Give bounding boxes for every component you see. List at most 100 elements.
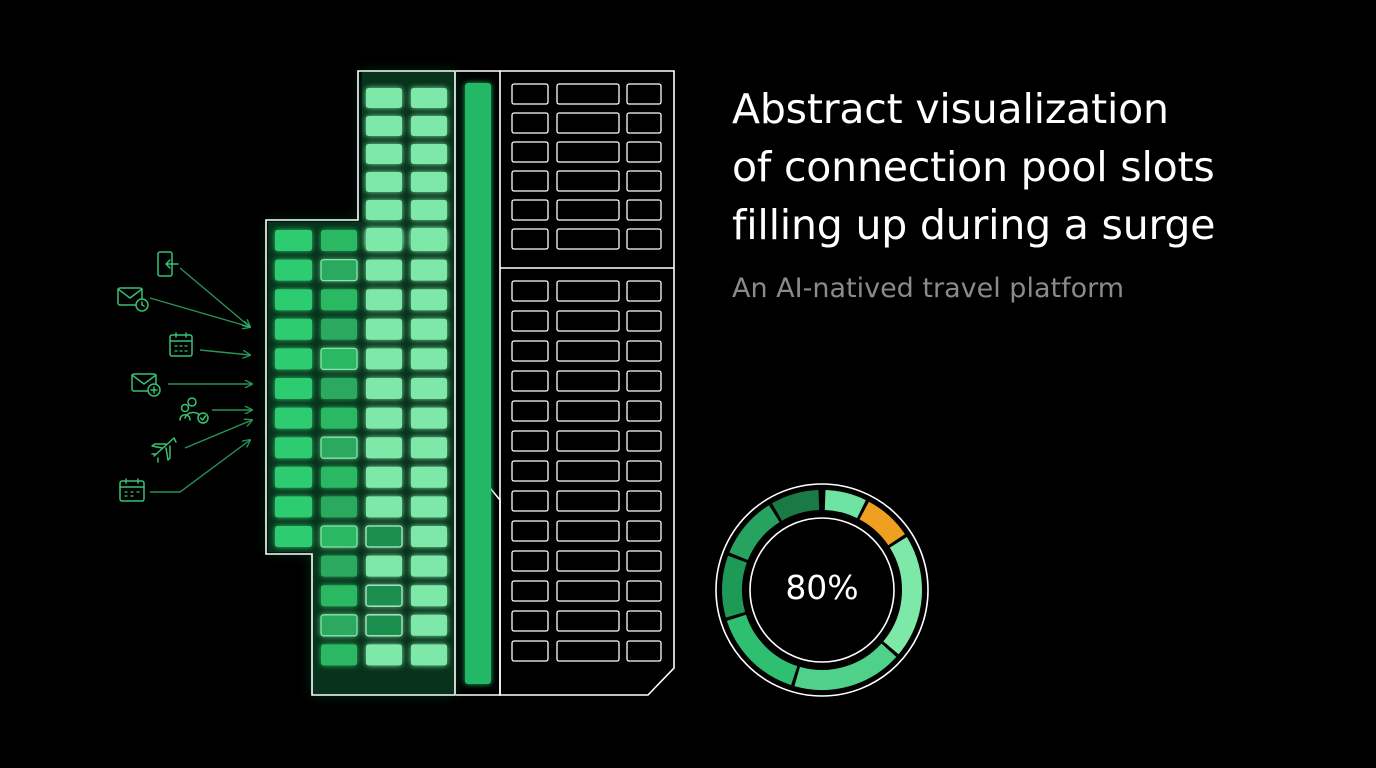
subtitle: An AI-natived travel platform: [732, 273, 1125, 304]
slot-filled: [411, 644, 447, 666]
slot-empty: [511, 280, 549, 302]
slot-filled: [321, 585, 357, 607]
mail-clock-icon: [117, 287, 149, 312]
slot-empty: [626, 430, 662, 452]
slot-empty: [626, 310, 662, 332]
slot-empty: [626, 460, 662, 482]
gauge-outer-ring: [715, 483, 929, 697]
slot-filled: [411, 496, 447, 518]
slot-empty: [626, 141, 662, 163]
phone-login-icon: [157, 251, 179, 277]
slot-filled: [411, 407, 447, 429]
slot-filled: [366, 555, 402, 577]
slot-empty: [626, 199, 662, 221]
slot-empty: [556, 199, 620, 221]
mail-add-icon: [131, 373, 161, 397]
slot-filled: [321, 496, 357, 518]
slot-filled: [275, 318, 312, 340]
slot-empty: [626, 83, 662, 105]
slot-filled: [320, 614, 358, 637]
slot-filled: [411, 144, 447, 164]
slot-empty: [556, 141, 620, 163]
slot-partial: [365, 614, 403, 637]
slot-filled: [366, 466, 402, 488]
slot-filled: [411, 348, 447, 370]
slot-empty: [556, 580, 620, 602]
slot-empty: [511, 228, 549, 250]
slot-partial: [365, 584, 403, 607]
slot-filled: [411, 289, 447, 311]
headline-line-2: of connection pool slots: [732, 143, 1215, 191]
slot-filled: [411, 172, 447, 192]
slot-filled: [366, 644, 402, 666]
slot-empty: [511, 310, 549, 332]
gauge-segment: [726, 614, 798, 686]
slot-empty: [556, 83, 620, 105]
gauge-segment: [772, 490, 820, 521]
slot-filled: [411, 555, 447, 577]
slot-empty: [556, 170, 620, 192]
slot-filled: [366, 348, 402, 370]
slot-empty: [511, 460, 549, 482]
slot-empty: [556, 640, 620, 662]
slot-empty: [556, 400, 620, 422]
slot-empty: [511, 170, 549, 192]
slot-filled: [366, 88, 402, 108]
group-check-icon: [179, 397, 209, 424]
slot-filled: [411, 116, 447, 136]
slot-filled: [411, 378, 447, 399]
gauge-percentage: 80%: [785, 568, 859, 607]
headline-line-3: filling up during a surge: [732, 201, 1216, 249]
slot-filled: [366, 116, 402, 136]
active-bar-fill: [465, 83, 491, 684]
slot-empty: [626, 400, 662, 422]
slot-empty: [511, 520, 549, 542]
bar-lane-outline: [456, 70, 501, 696]
slot-empty: [556, 370, 620, 392]
slot-filled: [320, 347, 358, 371]
gauge-inner-ring: [749, 517, 895, 663]
slot-filled: [366, 230, 402, 251]
slot-filled: [320, 436, 358, 459]
slot-filled: [275, 466, 312, 488]
gauge-segment: [729, 505, 780, 561]
slot-filled: [321, 378, 357, 399]
slot-filled: [321, 407, 357, 429]
slot-filled: [275, 496, 312, 518]
slot-empty: [556, 550, 620, 572]
slot-filled: [366, 407, 402, 429]
slot-filled: [366, 496, 402, 518]
slot-filled: [366, 437, 402, 459]
gauge-segment: [883, 537, 922, 655]
slot-filled: [411, 526, 447, 547]
request-arrow: [149, 297, 250, 327]
slot-filled: [366, 144, 402, 164]
active-capacity-bar: [465, 83, 491, 684]
slot-empty: [511, 199, 549, 221]
slot-filled: [366, 259, 402, 281]
slot-filled: [366, 318, 402, 340]
slot-filled: [366, 200, 402, 220]
gauge-segment: [722, 555, 747, 618]
slot-filled: [321, 466, 357, 488]
slot-filled: [275, 259, 312, 281]
glow-region: [268, 72, 455, 694]
slot-filled: [321, 644, 357, 666]
slot-empty: [556, 430, 620, 452]
slot-filled: [275, 289, 312, 311]
slot-filled: [275, 526, 312, 547]
slot-empty: [626, 170, 662, 192]
slot-empty: [511, 490, 549, 512]
slot-filled: [411, 437, 447, 459]
slot-empty: [556, 228, 620, 250]
slot-filled: [411, 259, 447, 281]
pool-glow: [268, 72, 455, 694]
airplane-icon: [151, 437, 177, 463]
slot-empty: [511, 400, 549, 422]
slot-filled: [320, 258, 358, 282]
slot-filled: [321, 289, 357, 311]
slot-empty: [511, 370, 549, 392]
slot-empty: [626, 490, 662, 512]
slot-empty: [626, 112, 662, 134]
